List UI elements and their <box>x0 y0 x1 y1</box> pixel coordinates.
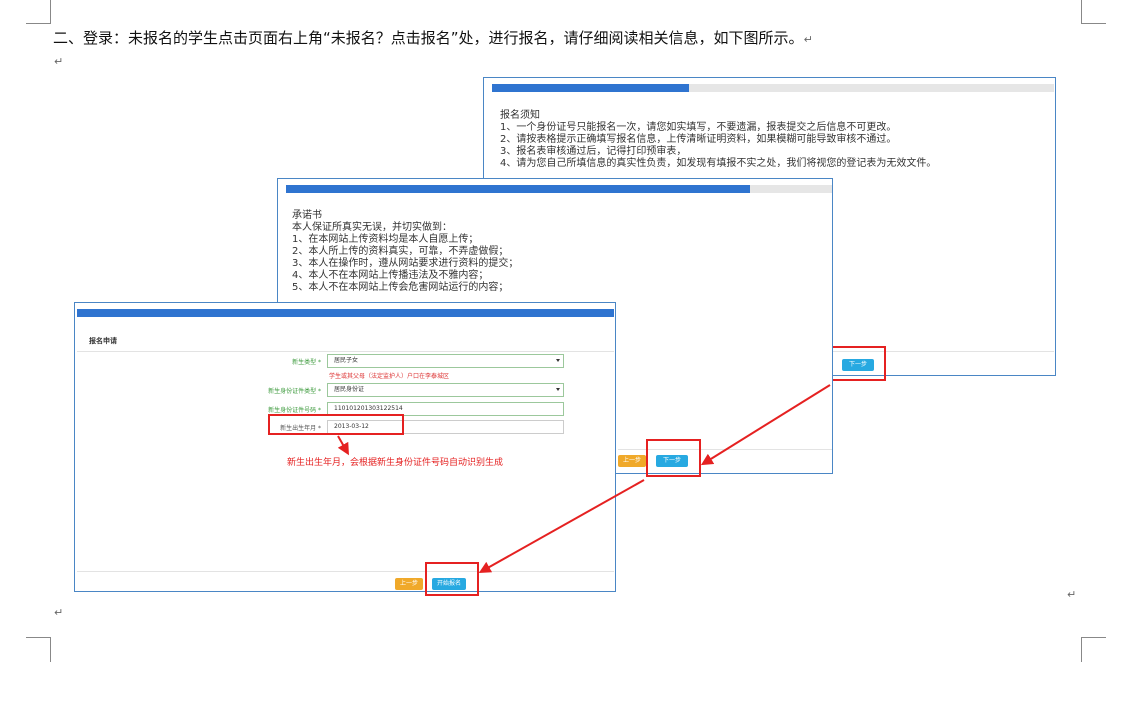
crop-mark-bottom-right <box>1081 637 1106 662</box>
document-heading: 二、登录：未报名的学生点击页面右上角“未报名？点击报名”处，进行报名，请仔细阅读… <box>53 27 813 48</box>
highlight-box <box>268 414 404 435</box>
paragraph-mark: ↵ <box>54 606 64 619</box>
notice-line: 2、请按表格提示正确填写报名信息，上传清晰证明资料，如果模糊可能导致审核不通过。 <box>500 134 897 145</box>
progress-fill <box>492 84 689 92</box>
notice-line: 1、一个身份证号只能报名一次，请您如实填写，不要遗漏，报表提交之后信息不可更改。 <box>500 122 897 133</box>
progress-bar <box>492 84 1054 92</box>
field-label-id-type: 新生身份证件类型 * <box>268 388 321 395</box>
divider <box>77 571 614 572</box>
field-label-id-number: 新生身份证件号码 * <box>268 407 321 414</box>
progress-fill <box>77 309 614 317</box>
birth-date-input[interactable]: 2013-03-12 <box>327 420 564 434</box>
notice-title: 报名须知 <box>500 110 540 121</box>
start-registration-button[interactable]: 开始报名 <box>432 578 466 590</box>
crop-mark-top-right <box>1081 0 1106 24</box>
form-title: 报名申请 <box>89 337 117 345</box>
chevron-down-icon <box>556 388 560 391</box>
next-button[interactable]: 下一步 <box>842 359 874 371</box>
student-type-value: 居民子女 <box>334 357 359 364</box>
commitment-line: 本人保证所真实无误，并切实做到： <box>292 222 452 233</box>
notice-line: 3、报名表审核通过后，记得打印预审表， <box>500 146 687 157</box>
commitment-line: 2、本人所上传的资料真实，可靠，不弄虚做假； <box>292 246 509 257</box>
commitment-line: 1、在本网站上传资料均是本人自愿上传； <box>292 234 479 245</box>
highlight-box <box>646 439 701 477</box>
commitment-line: 5、本人不在本网站上传会危害网站运行的内容； <box>292 282 509 293</box>
progress-fill <box>286 185 751 193</box>
arrow <box>478 479 645 573</box>
arrow <box>700 384 831 466</box>
arrow <box>337 435 349 456</box>
notice-line: 4、请为您自己所填信息的真实性负责，如发现有填报不实之处，我们将视您的登记表为无… <box>500 158 937 169</box>
id-number-input[interactable]: 110101201303122514 <box>327 402 564 416</box>
paragraph-mark: ↵ <box>803 33 813 46</box>
commitment-line: 3、本人在操作时，遵从网站要求进行资料的提交； <box>292 258 519 269</box>
divider <box>77 351 614 352</box>
id-type-value: 居民身份证 <box>334 386 365 393</box>
progress-bar <box>77 309 614 317</box>
id-type-select[interactable]: 居民身份证 <box>327 383 564 397</box>
field-label-birth-date: 新生出生年月 * <box>280 425 321 432</box>
field-label-student-type: 新生类型 * <box>292 359 321 366</box>
paragraph-mark: ↵ <box>54 55 64 68</box>
crop-mark-top-left <box>26 0 51 24</box>
crop-mark-bottom-left <box>26 637 51 662</box>
prev-button[interactable]: 上一步 <box>395 578 423 590</box>
student-type-select[interactable]: 居民子女 <box>327 354 564 368</box>
birth-date-value: 2013-03-12 <box>334 423 369 430</box>
highlight-box <box>425 562 479 596</box>
field-hint: 学生或其父母（法定监护人）户口在李泰城区 <box>329 373 450 380</box>
callout-text: 新生出生年月，会根据新生身份证件号码自动识别生成 <box>287 458 504 468</box>
heading-text: 二、登录：未报名的学生点击页面右上角“未报名？点击报名”处，进行报名，请仔细阅读… <box>53 29 804 47</box>
next-button[interactable]: 下一步 <box>656 455 688 467</box>
paragraph-mark: ↵ <box>1067 588 1077 601</box>
commitment-line: 4、本人不在本网站上传播违法及不雅内容； <box>292 270 489 281</box>
id-number-value: 110101201303122514 <box>334 405 403 412</box>
commitment-text: 承诺书 本人保证所真实无误，并切实做到： 1、在本网站上传资料均是本人自愿上传；… <box>292 210 518 294</box>
prev-button[interactable]: 上一步 <box>618 455 646 467</box>
progress-bar <box>286 185 832 193</box>
commitment-title: 承诺书 <box>292 210 322 221</box>
chevron-down-icon <box>556 359 560 362</box>
notice-text: 报名须知 1、一个身份证号只能报名一次，请您如实填写，不要遗漏，报表提交之后信息… <box>500 110 936 170</box>
